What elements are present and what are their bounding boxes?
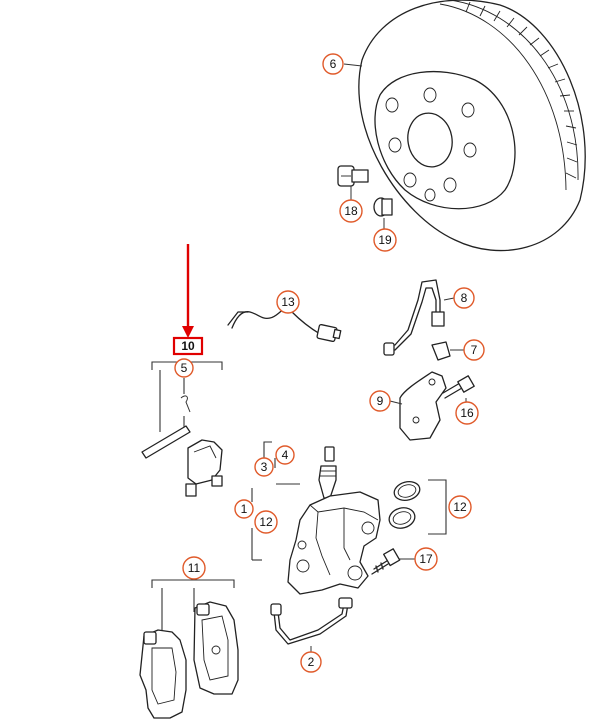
brake-pad-inner — [193, 601, 239, 695]
callout-label-16: 16 — [460, 406, 474, 420]
disc-bolt-holes — [385, 87, 477, 202]
callout-12-seals[interactable]: 12 — [448, 495, 472, 519]
callout-label-18: 18 — [344, 204, 358, 218]
brake-pad-outer — [139, 629, 187, 719]
callout-12-caliper[interactable]: 12 — [254, 510, 278, 534]
callout-13[interactable]: 13 — [276, 290, 300, 314]
piston-seals — [388, 481, 421, 529]
callout-label-11: 11 — [188, 561, 201, 575]
bleed-valve — [318, 446, 337, 499]
pipe-bracket — [399, 371, 447, 441]
callout-label-4: 4 — [282, 448, 289, 462]
callout-2[interactable]: 2 — [300, 651, 322, 673]
disc-plug — [373, 197, 393, 217]
callout-5[interactable]: 5 — [174, 358, 194, 378]
callout-label-8: 8 — [461, 291, 468, 305]
callout-label-6: 6 — [330, 57, 337, 71]
caliper-bolt — [371, 548, 401, 575]
pad-spring — [185, 439, 223, 497]
callout-label-13: 13 — [281, 295, 295, 309]
callout-17[interactable]: 17 — [414, 547, 438, 571]
disc-vent-hatching — [465, 1, 578, 179]
callout-label-10: 10 — [181, 339, 195, 353]
disc-screw — [337, 165, 369, 187]
callout-11[interactable]: 11 — [182, 556, 206, 580]
caliper-group — [251, 441, 447, 645]
callout-label-3: 3 — [261, 460, 268, 474]
callout-18[interactable]: 18 — [339, 199, 363, 223]
callout-label-9: 9 — [377, 394, 384, 408]
brake-disc — [358, 0, 586, 252]
callout-1[interactable]: 1 — [234, 499, 254, 519]
callout-3[interactable]: 3 — [254, 457, 274, 477]
callout-19[interactable]: 19 — [373, 228, 397, 252]
highlight-arrow — [182, 244, 194, 338]
callout-label-12: 12 — [453, 500, 467, 514]
callout-label-1: 1 — [241, 502, 248, 516]
bracket-bolt — [442, 375, 475, 399]
highlighted-callout-10: 10 — [172, 336, 204, 356]
callout-label-2: 2 — [308, 655, 315, 669]
callout-7[interactable]: 7 — [463, 339, 485, 361]
brake-pad-set — [139, 579, 239, 719]
caliper-body — [287, 491, 381, 595]
callout-label-19: 19 — [378, 233, 392, 247]
retaining-clip — [431, 341, 451, 361]
callout-label-17: 17 — [419, 552, 433, 566]
brake-line — [270, 597, 353, 645]
callout-16[interactable]: 16 — [455, 401, 479, 425]
guide-pin — [141, 425, 191, 459]
callout-label-7: 7 — [471, 343, 478, 357]
callout-6[interactable]: 6 — [322, 53, 344, 75]
callout-label-12: 12 — [259, 515, 273, 529]
guide-pin-group — [141, 361, 223, 497]
brake-pipe — [383, 279, 445, 356]
wear-sensor-wire — [227, 308, 342, 342]
callout-8[interactable]: 8 — [453, 287, 475, 309]
callout-9[interactable]: 9 — [369, 390, 391, 412]
callout-4[interactable]: 4 — [275, 445, 295, 465]
callout-label-5: 5 — [181, 361, 188, 375]
